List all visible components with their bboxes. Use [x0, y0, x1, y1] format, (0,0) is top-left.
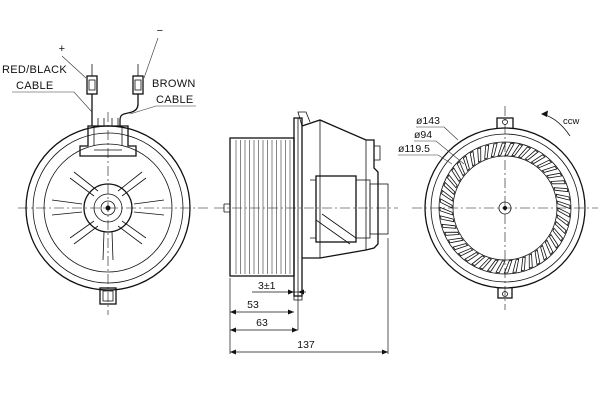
rear-hub-inner — [100, 200, 116, 216]
front-blade — [471, 255, 486, 267]
front-blade — [534, 249, 541, 266]
front-blade — [452, 243, 469, 251]
front-blade — [520, 256, 526, 272]
front-blade — [477, 147, 482, 163]
brown-cable-leader — [129, 105, 196, 115]
front-blade — [446, 174, 458, 189]
front-blade — [497, 142, 507, 156]
front-blade-inner-ring — [452, 155, 558, 261]
front-blade — [553, 187, 569, 193]
side-wheel-body — [229, 137, 295, 277]
front-fan-blades — [439, 142, 571, 274]
front-blade — [440, 215, 455, 223]
front-housing-outer — [424, 127, 586, 289]
red-black-cable-label-line1: RED/BLACK — [2, 64, 67, 76]
front-blade — [462, 155, 470, 172]
front-blade — [495, 260, 506, 274]
front-blade — [484, 144, 490, 160]
rear-housing-inner — [43, 143, 173, 273]
front-blade — [557, 200, 571, 210]
front-blade — [444, 231, 460, 236]
front-blade-outer-ring — [438, 141, 572, 275]
front-blade — [464, 252, 480, 262]
front-hub — [498, 201, 512, 215]
dimension-53: 53 — [247, 299, 259, 311]
red-black-cable-label-line2: CABLE — [16, 80, 54, 92]
diameter-119-5-label: ø119.5 — [398, 143, 430, 155]
front-blade — [552, 227, 564, 242]
front-blade — [441, 223, 457, 229]
brown-cable-label-line2: CABLE — [156, 94, 194, 106]
rear-spokes — [51, 171, 165, 261]
front-blade — [511, 144, 524, 157]
front-top-lug — [496, 117, 514, 128]
side-housing-cone — [301, 119, 379, 259]
front-blade — [469, 150, 476, 167]
front-blade — [524, 149, 539, 161]
rear-view: + − RED/BLACK CABLE BROWN CABLE — [2, 25, 210, 315]
front-blade — [541, 165, 558, 173]
side-view: 3±1 53 63 137 — [214, 111, 398, 355]
front-blade — [540, 244, 548, 261]
rear-hub-mid — [93, 193, 123, 223]
front-blade — [556, 214, 569, 227]
front-blade — [439, 198, 453, 209]
rear-hub-shaft — [105, 205, 111, 211]
front-blade — [456, 160, 466, 177]
front-blade — [555, 193, 570, 201]
front-blade — [517, 146, 532, 159]
front-housing-rim — [430, 133, 580, 283]
diameter-94-label: ø94 — [414, 129, 432, 141]
front-blade — [478, 257, 493, 270]
front-shaft — [503, 206, 507, 210]
front-blade — [503, 260, 513, 274]
front-blade — [557, 207, 571, 218]
dimension-137: 137 — [297, 339, 315, 351]
dimension-3-plus-minus-1: 3±1 — [258, 280, 276, 292]
rotation-direction-label: ccw — [563, 116, 580, 127]
dimension-63: 63 — [256, 317, 268, 329]
diameter-143-label: ø143 — [416, 115, 440, 127]
rear-connector-housing — [79, 125, 137, 157]
front-view: ø143 ø94 ø119.5 ccw — [398, 106, 598, 310]
front-blade — [536, 159, 553, 169]
front-bottom-lug — [497, 288, 513, 299]
minus-label: − — [157, 25, 164, 37]
rear-hub-outer — [83, 183, 133, 233]
front-blade — [549, 233, 559, 249]
positive-terminal — [86, 64, 98, 126]
red-black-cable-leader — [12, 91, 93, 113]
rear-bottom-lug — [99, 287, 117, 305]
front-blade — [554, 220, 567, 235]
side-wheel-blades — [235, 140, 291, 274]
front-blade — [457, 247, 474, 257]
brown-cable-label-line1: BROWN — [152, 78, 196, 90]
front-blade — [439, 206, 453, 216]
rear-housing-rim — [32, 132, 184, 284]
front-blade — [451, 167, 461, 183]
front-blade — [447, 237, 464, 244]
front-blade — [512, 258, 520, 273]
front-blade — [441, 189, 454, 202]
negative-terminal — [119, 64, 144, 126]
front-blade — [530, 154, 546, 164]
front-blade — [443, 181, 456, 196]
front-blade — [544, 239, 554, 256]
front-blade — [504, 142, 515, 156]
front-blade — [550, 180, 566, 185]
front-blade — [490, 143, 498, 158]
plus-label: + — [59, 43, 66, 55]
front-blade — [486, 259, 499, 272]
side-motor-body — [310, 175, 389, 245]
front-blade — [528, 253, 533, 269]
front-blade — [546, 172, 563, 179]
